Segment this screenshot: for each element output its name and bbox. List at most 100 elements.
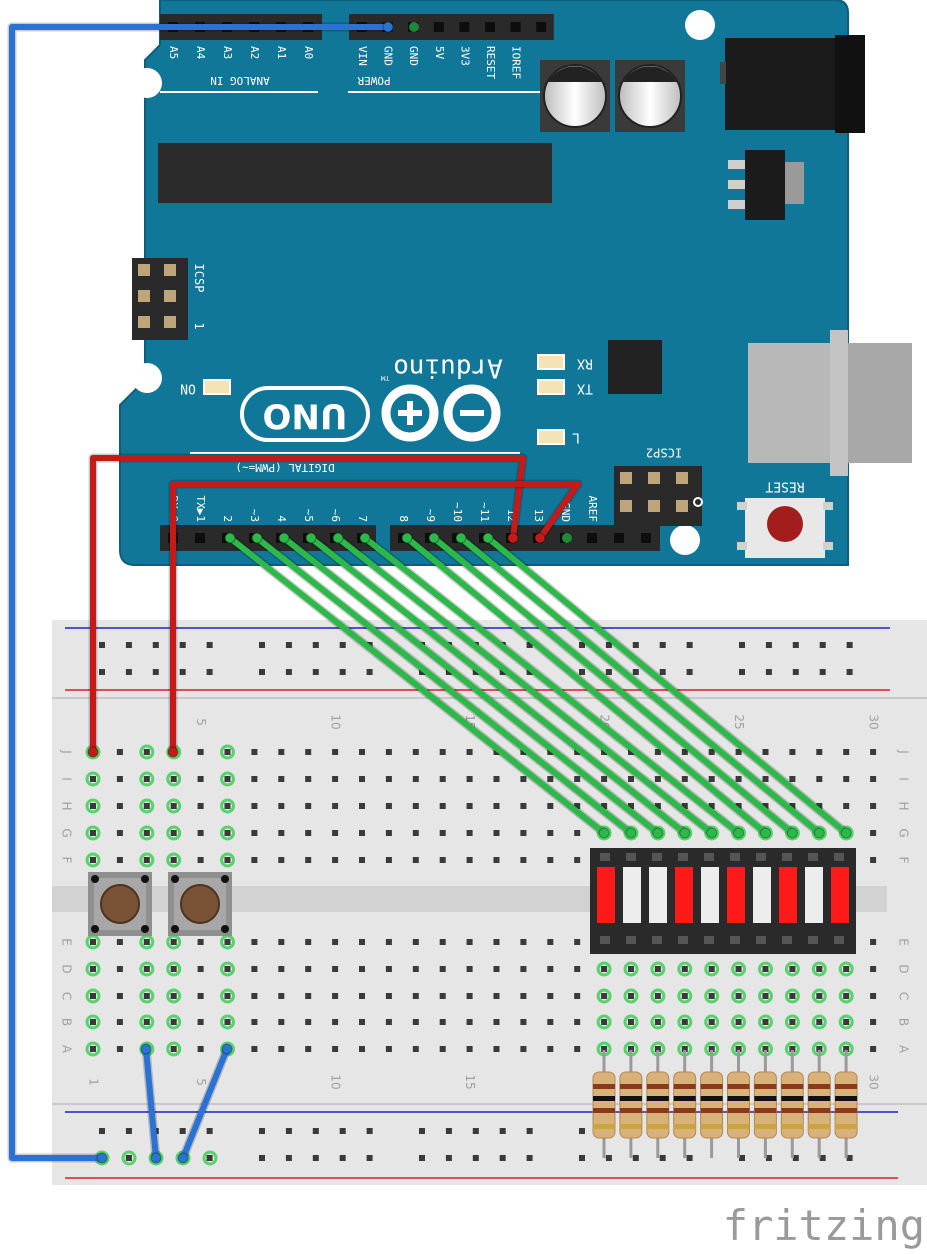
row-letter: J [60, 749, 74, 754]
reset-button[interactable] [737, 498, 833, 558]
breadboard-hole [197, 776, 204, 782]
breadboard-hole [332, 1046, 339, 1052]
atmega-chip [158, 143, 552, 203]
header-pin [485, 22, 495, 32]
row-letter: H [897, 801, 911, 810]
breadboard-hole [466, 993, 473, 999]
connected-hole [731, 1014, 747, 1030]
breadboard-hole [466, 803, 473, 809]
breadboard-hole [601, 776, 608, 782]
resistor [592, 1071, 616, 1139]
breadboard-hole [654, 803, 661, 809]
connected-hole [596, 961, 612, 977]
led-segment [727, 867, 745, 923]
breadboard-hole [708, 1019, 715, 1025]
led-segment [623, 867, 641, 923]
rail-hole [419, 1128, 425, 1134]
rail-hole [605, 669, 612, 675]
connected-hole [166, 1014, 182, 1030]
connected-hole [85, 1041, 101, 1057]
led-pin [730, 936, 740, 944]
rail-hole [179, 1128, 186, 1134]
rail-hole [819, 669, 826, 675]
row-letter: I [60, 777, 74, 781]
breadboard-hole [870, 776, 877, 782]
led-segment [701, 867, 719, 923]
rail-hole [605, 642, 612, 648]
breadboard-hole [520, 1019, 527, 1025]
connected-hole [623, 961, 639, 977]
rail-hole [739, 669, 745, 675]
row-letter: F [60, 857, 74, 864]
breadboard-hole [654, 1046, 661, 1052]
breadboard-hole [143, 776, 150, 782]
connected-hole [85, 852, 101, 868]
row-letter: H [60, 801, 74, 810]
rail-hole [206, 1155, 213, 1161]
breadboard-hole [493, 803, 500, 809]
breadboard-hole [762, 1046, 769, 1052]
breadboard-hole [305, 857, 312, 863]
breadboard-hole [412, 966, 419, 972]
breadboard-hole [224, 1019, 231, 1025]
rail-hole [472, 1155, 479, 1161]
rail-hole [99, 669, 105, 675]
led-segment [805, 867, 823, 923]
row-letter: I [897, 777, 911, 781]
l-led [537, 429, 565, 445]
breadboard-hole [708, 993, 715, 999]
breadboard-hole [251, 830, 258, 836]
pin-label: TX▶1 [194, 496, 207, 523]
breadboard-hole [601, 749, 608, 755]
rail-hole [339, 642, 346, 648]
led-pin [808, 853, 818, 861]
pin-label: GND [407, 46, 420, 66]
mounting-hole [132, 68, 162, 98]
breadboard-hole [789, 1019, 796, 1025]
breadboard-hole [708, 776, 715, 782]
column-number: 30 [867, 1074, 881, 1089]
breadboard-hole [251, 776, 258, 782]
breadboard-hole [90, 803, 96, 809]
pushbutton[interactable] [88, 872, 152, 936]
breadboard-hole [278, 830, 285, 836]
breadboard-hole [762, 776, 769, 782]
pushbutton[interactable] [168, 872, 232, 936]
row-letter: A [897, 1045, 911, 1054]
breadboard-hole [547, 1046, 554, 1052]
rail-hole [339, 669, 346, 675]
led-segment [831, 867, 849, 923]
breadboard-hole [870, 966, 877, 972]
row-letter: J [897, 749, 911, 754]
breadboard-hole [332, 857, 339, 863]
usb-interface-chip [608, 340, 662, 394]
connected-hole [139, 825, 155, 841]
row-letter: G [897, 828, 911, 837]
connected-hole [166, 1041, 182, 1057]
breadboard-hole [116, 939, 123, 945]
connected-hole [811, 1014, 827, 1030]
breadboard-hole [251, 857, 258, 863]
breadboard-hole [385, 857, 392, 863]
icsp-pin-1-label: 1 [192, 322, 206, 329]
pin-label: 4 [275, 515, 288, 522]
rail-hole [846, 1155, 853, 1161]
breadboard-hole [359, 749, 365, 755]
icsp-pin [676, 500, 688, 512]
rail-hole [285, 642, 292, 648]
breadboard-hole [735, 966, 742, 972]
breadboard-hole [601, 966, 608, 972]
wire-red-button-1 [90, 455, 526, 755]
connected-hole [784, 1014, 800, 1030]
breadboard-hole [439, 993, 446, 999]
rail-hole [419, 1155, 425, 1161]
pin-label: ~11 [478, 502, 491, 522]
breadboard-hole [762, 749, 769, 755]
connected-hole [758, 1014, 773, 1030]
pin-label: 7 [356, 515, 369, 522]
icsp2-label: ICSP2 [646, 446, 682, 460]
connected-hole [85, 771, 101, 787]
breadboard-hole [332, 939, 339, 945]
led-segment [753, 867, 771, 923]
breadboard-hole [493, 857, 500, 863]
